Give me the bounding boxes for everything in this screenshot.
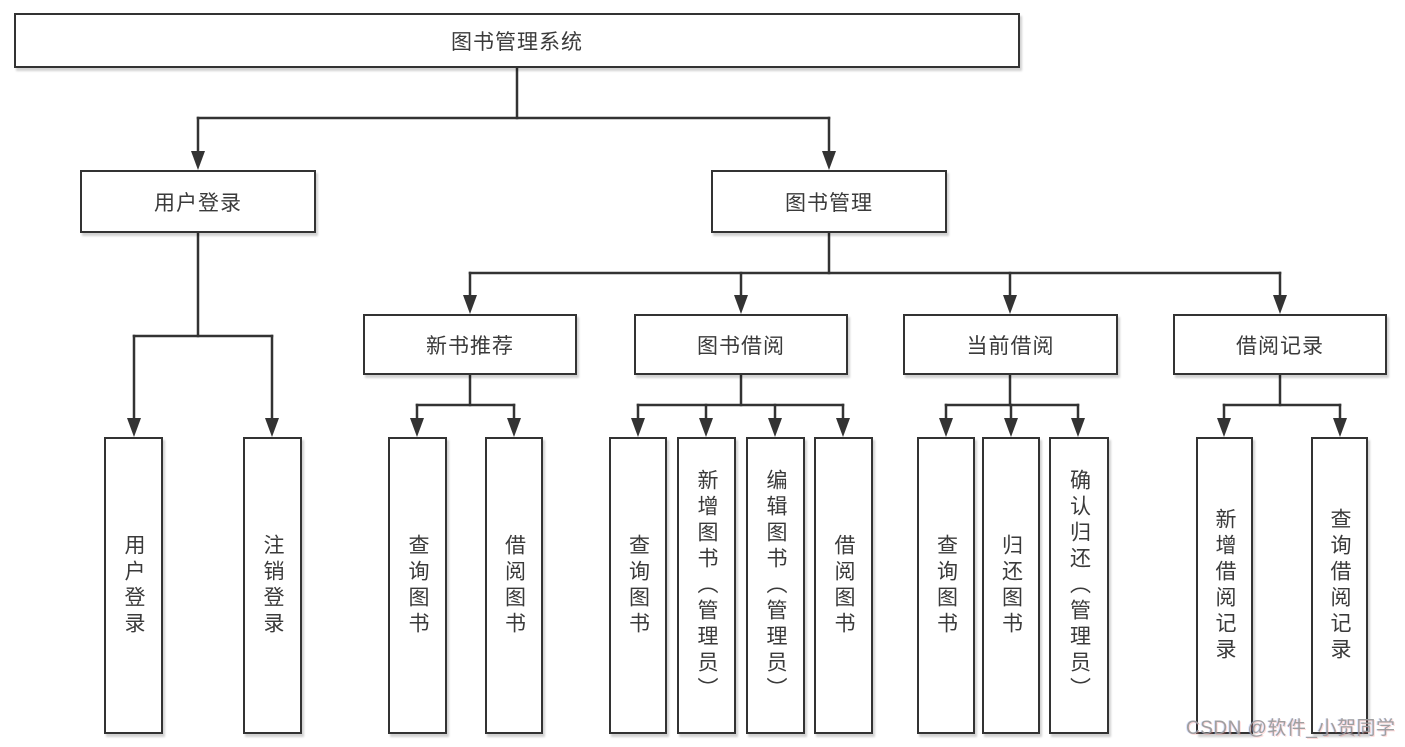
node-book-management-module: 图书管理 [711,170,947,233]
csdn-watermark: CSDN @软件_小贺同学 [1186,718,1396,739]
leaf-query-books-current: 查询图书 [917,437,975,734]
node-book-borrow: 图书借阅 [634,314,848,375]
leaf-user-login: 用户登录 [104,437,163,734]
node-new-book-recommend: 新书推荐 [363,314,577,375]
leaf-return-book: 归还图书 [982,437,1040,734]
leaf-logout: 注销登录 [243,437,302,734]
leaf-query-books-borrow: 查询图书 [609,437,667,734]
leaf-borrow-books: 借阅图书 [814,437,873,734]
leaf-borrow-books-recommend: 借阅图书 [485,437,543,734]
node-root-system: 图书管理系统 [14,13,1020,68]
leaf-confirm-return-admin: 确认归还（管理员） [1049,437,1109,734]
leaf-add-book-admin: 新增图书（管理员） [677,437,736,734]
leaf-add-borrow-record: 新增借阅记录 [1196,437,1253,734]
leaf-query-borrow-record: 查询借阅记录 [1311,437,1368,734]
node-user-login-module: 用户登录 [80,170,316,233]
leaf-query-books-recommend: 查询图书 [388,437,447,734]
leaf-edit-book-admin: 编辑图书（管理员） [746,437,805,734]
node-borrow-records: 借阅记录 [1173,314,1387,375]
node-current-borrow: 当前借阅 [903,314,1118,375]
